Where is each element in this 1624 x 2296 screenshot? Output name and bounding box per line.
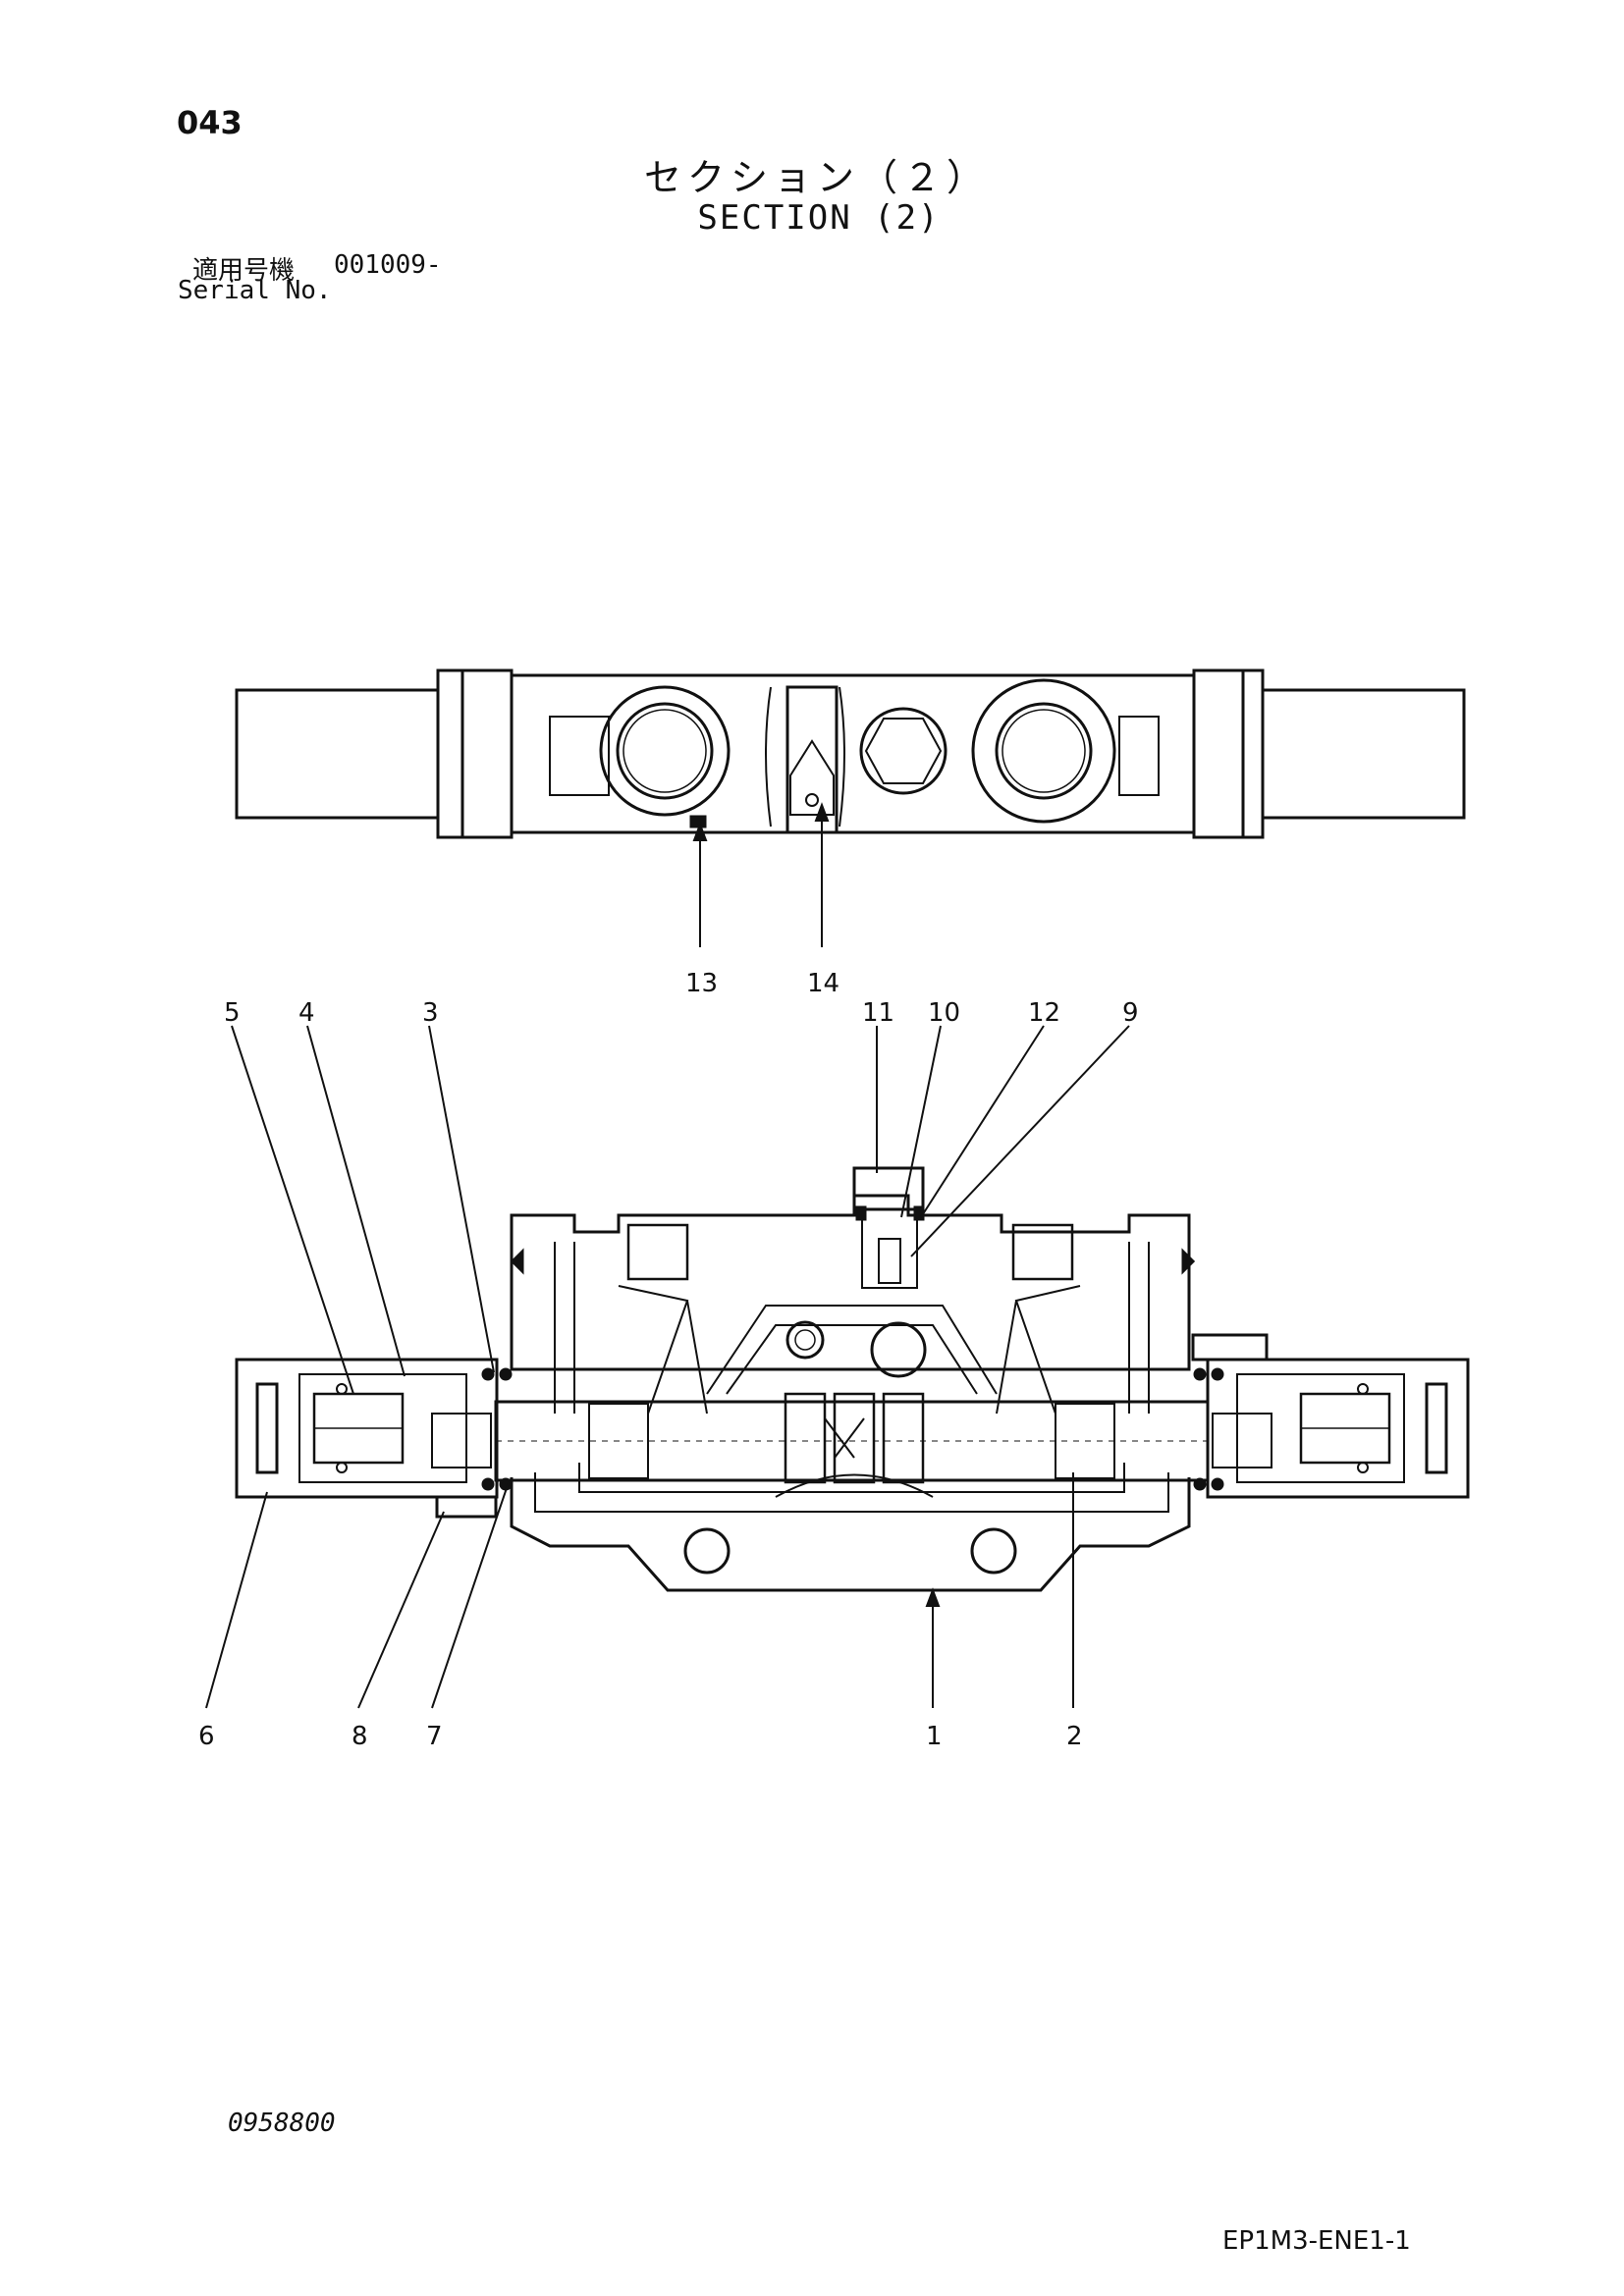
serial-label-japanese: 適用号機 bbox=[192, 256, 296, 286]
serial-label-english: Serial No. bbox=[178, 276, 332, 305]
callout-numbers: 13 14 5 4 3 11 10 12 9 6 8 7 1 2 bbox=[198, 969, 1139, 1751]
section-view bbox=[235, 1166, 1470, 1592]
serial-value: 001009- bbox=[334, 250, 442, 280]
callout-4: 4 bbox=[298, 998, 315, 1028]
top-view bbox=[235, 668, 1466, 839]
callout-10: 10 bbox=[928, 998, 960, 1028]
page-number: 043 bbox=[177, 104, 243, 141]
callout-11: 11 bbox=[862, 998, 894, 1028]
document-code: EP1M3-ENE1-1 bbox=[1222, 2226, 1411, 2256]
callout-6: 6 bbox=[198, 1722, 215, 1751]
callout-8: 8 bbox=[352, 1722, 368, 1751]
callout-7: 7 bbox=[426, 1722, 443, 1751]
title-japanese: セクション（２） bbox=[643, 156, 990, 199]
callout-13: 13 bbox=[685, 969, 718, 998]
leader-lines bbox=[205, 802, 1130, 1709]
callout-1: 1 bbox=[926, 1722, 943, 1751]
figure-code: 0958800 bbox=[228, 2109, 336, 2138]
callout-2: 2 bbox=[1066, 1722, 1083, 1751]
callout-12: 12 bbox=[1028, 998, 1060, 1028]
callout-3: 3 bbox=[422, 998, 439, 1028]
callout-14: 14 bbox=[807, 969, 839, 998]
title-english: SECTION (2) bbox=[697, 198, 941, 238]
callout-9: 9 bbox=[1122, 998, 1139, 1028]
callout-5: 5 bbox=[224, 998, 241, 1028]
